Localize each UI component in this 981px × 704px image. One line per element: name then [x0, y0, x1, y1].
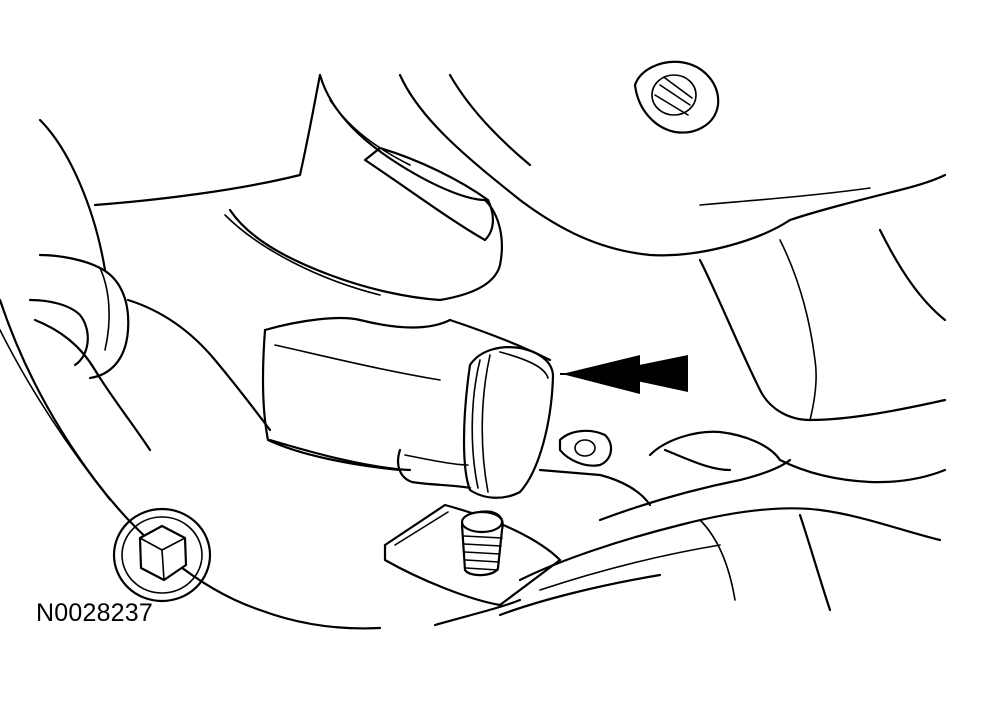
release-sleeve	[261, 316, 552, 472]
threaded-stud	[460, 510, 504, 577]
left-tube	[28, 253, 272, 432]
release-fork	[433, 430, 947, 627]
retaining-clip	[396, 346, 555, 499]
right-housing	[698, 173, 947, 422]
hex-bolt-left	[112, 507, 212, 603]
arrow-pointer-icon	[560, 355, 688, 394]
upper-body	[93, 73, 792, 302]
threaded-boss-top	[633, 60, 720, 134]
figure-reference-number: N0028237	[36, 599, 153, 627]
